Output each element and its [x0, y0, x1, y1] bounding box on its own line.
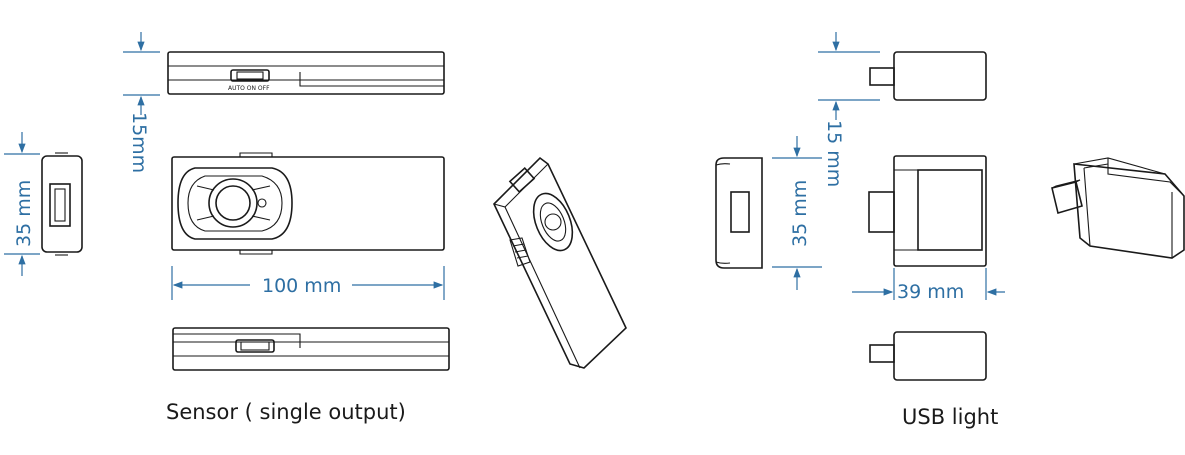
mode-switch-icon [230, 69, 270, 82]
usb-height-dimension: 15 mm [818, 32, 880, 187]
sensor-3d-view [493, 156, 627, 369]
sensor-front-view [171, 152, 445, 255]
sensor-height-dimension: 15mm [123, 32, 160, 173]
usb-bottom-view [869, 331, 987, 381]
usb-caption: USB light [902, 405, 998, 429]
usb-port-icon [730, 191, 750, 233]
usb-end-view [715, 157, 763, 269]
usb-width-label: 35 mm [789, 180, 811, 247]
usb-height-label: 15 mm [823, 120, 845, 187]
switch-labels: AUTO ON OFF [228, 85, 270, 92]
sensor-width-label: 35 mm [13, 180, 35, 247]
usb-length-dimension: 39 mm [852, 268, 1005, 303]
mode-switch-icon [235, 339, 275, 353]
sensor-bottom-view [172, 327, 450, 371]
sensor-height-label: 15mm [128, 112, 150, 173]
usb-length-label: 39 mm [897, 281, 964, 303]
sensor-length-dimension: 100 mm [171, 266, 445, 300]
usb-top-view [869, 51, 987, 101]
sensor-end-view [41, 152, 83, 256]
usb-port-icon [49, 183, 71, 227]
sensor-top-view: AUTO ON OFF [167, 51, 445, 95]
sensor-length-label: 100 mm [262, 275, 341, 297]
sensor-width-dimension: 35 mm [4, 132, 40, 276]
usb-width-dimension: 35 mm [772, 136, 822, 290]
usb-3d-view [1051, 157, 1185, 259]
usb-front-view [868, 155, 987, 267]
sensor-caption: Sensor ( single output) [166, 400, 406, 424]
